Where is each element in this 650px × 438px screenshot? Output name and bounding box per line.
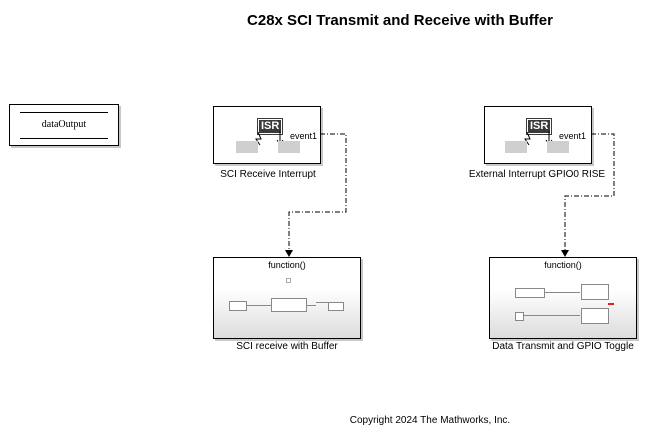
mini-block-bottom-right [581, 308, 609, 324]
sci-receive-interrupt-block[interactable]: ISR event1 [213, 106, 321, 164]
data-store-memory-block[interactable]: dataOutput [9, 104, 119, 146]
isr-badge: ISR [525, 118, 553, 135]
mini-block-left [229, 301, 247, 311]
port-rect-left [505, 141, 527, 153]
function-call-trigger-label: function() [544, 260, 582, 270]
mini-port-icon [286, 278, 291, 283]
output-port-label: event1 [559, 131, 587, 141]
data-transmit-subsystem-block[interactable]: function() [489, 257, 637, 339]
port-rect-right [278, 141, 300, 153]
model-title: C28x SCI Transmit and Receive with Buffe… [247, 12, 553, 29]
mini-signal-line [316, 302, 328, 303]
mini-block-top-right [581, 284, 609, 300]
sci-signal-arrowhead [285, 250, 293, 257]
data-transmit-subsystem-label: Data Transmit and GPIO Toggle [492, 341, 634, 352]
data-store-top-line [20, 112, 108, 113]
gpio-signal-arrowhead [561, 250, 569, 257]
mini-block-right [328, 302, 344, 311]
gpio-interrupt-label: External Interrupt GPIO0 RISE [468, 169, 606, 180]
port-rect-right [547, 141, 569, 153]
mini-signal-line [523, 315, 580, 316]
mini-red-marker [608, 303, 614, 305]
mini-block-bottom-left [515, 312, 524, 321]
sci-receive-subsystem-block[interactable]: function() [213, 257, 361, 339]
sci-receive-interrupt-label: SCI Receive Interrupt [220, 169, 316, 180]
port-rect-left [236, 141, 258, 153]
mini-signal-line [544, 292, 580, 293]
sci-receive-subsystem-label: SCI receive with Buffer [236, 341, 338, 352]
copyright-notice: Copyright 2024 The Mathworks, Inc. [349, 415, 511, 426]
data-store-label: dataOutput [41, 119, 87, 130]
gpio-interrupt-block[interactable]: ISR event1 [484, 106, 592, 164]
gpio-function-call-signal-line [564, 133, 615, 250]
mini-signal-line [246, 305, 271, 306]
output-port-label: event1 [290, 131, 318, 141]
data-store-bottom-line [20, 138, 108, 139]
isr-badge: ISR [256, 118, 284, 135]
mini-signal-line [306, 305, 316, 306]
sci-function-call-signal-line [288, 133, 347, 250]
function-call-trigger-label: function() [268, 260, 306, 270]
mini-block-top-left [515, 288, 545, 298]
